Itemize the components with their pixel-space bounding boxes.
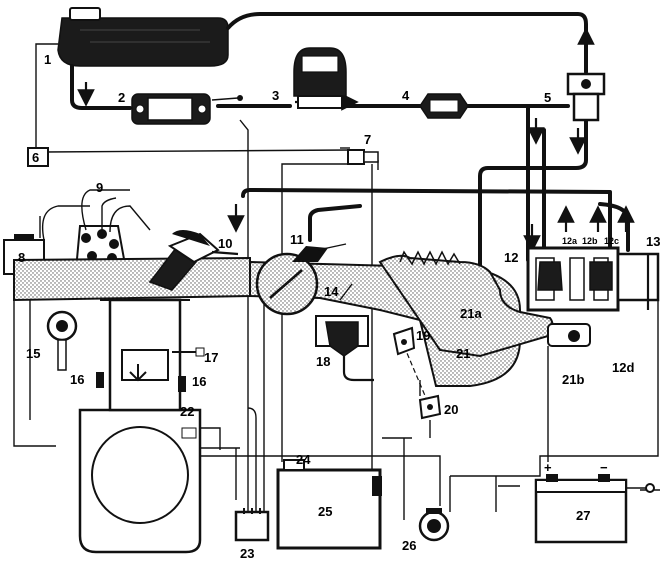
fuel-rail-assembly <box>526 246 660 312</box>
fuel-tank <box>57 7 229 67</box>
pointer-14 <box>339 283 353 301</box>
label-12b: 12b <box>582 236 598 246</box>
label-12a: 12a <box>562 236 578 246</box>
control-wiring <box>13 43 660 520</box>
label-21: 21 <box>456 346 470 361</box>
fuel-pump <box>131 93 243 125</box>
air-valve-7 <box>347 149 379 165</box>
label-19: 19 <box>416 328 430 343</box>
label-12c: 12c <box>604 236 619 246</box>
label-16-left: 16 <box>70 372 84 387</box>
label-23: 23 <box>240 546 254 561</box>
label-25: 25 <box>318 504 332 519</box>
temp-sensors <box>96 347 205 439</box>
label-24: 24 <box>296 452 311 467</box>
sensor-15 <box>46 310 78 371</box>
label-3: 3 <box>272 88 279 103</box>
relay-6 <box>27 147 49 167</box>
air-flow-sensor-18 <box>315 315 369 357</box>
ecu-connector-23 <box>234 508 270 542</box>
sensor-19 <box>392 326 416 356</box>
throttle-body <box>255 243 347 316</box>
label-8: 8 <box>18 250 25 265</box>
fuel-damper <box>293 47 347 109</box>
label-20: 20 <box>444 402 458 417</box>
label-14: 14 <box>324 284 339 299</box>
idle-valve-21b <box>547 323 591 440</box>
label-17: 17 <box>204 350 218 365</box>
sensor-26 <box>418 508 450 542</box>
label-26: 26 <box>402 538 416 553</box>
label-13: 13 <box>646 234 660 249</box>
label-2: 2 <box>118 90 125 105</box>
pressure-valve <box>566 72 606 122</box>
battery: + − <box>534 460 655 544</box>
label-10: 10 <box>218 236 232 251</box>
fuel-filter <box>419 93 469 119</box>
battery-plus-sign: + <box>544 460 552 475</box>
battery-minus-sign: − <box>600 460 608 475</box>
label-27: 27 <box>576 508 590 523</box>
part-labels: 1 2 3 4 5 6 7 8 9 10 11 12 12a 12b 12c 1… <box>18 52 660 561</box>
label-12: 12 <box>504 250 518 265</box>
label-15: 15 <box>26 346 40 361</box>
engine-block <box>78 298 202 554</box>
label-21a: 21a <box>460 306 482 321</box>
label-16-right: 16 <box>192 374 206 389</box>
label-11: 11 <box>290 232 304 247</box>
label-1: 1 <box>44 52 51 67</box>
label-18: 18 <box>316 354 330 369</box>
label-5: 5 <box>544 90 551 105</box>
label-12d: 12d <box>612 360 634 375</box>
injector-10 <box>148 230 239 291</box>
label-7: 7 <box>364 132 371 147</box>
control-unit-25 <box>276 459 382 550</box>
label-4: 4 <box>402 88 410 103</box>
sensor-20 <box>418 394 442 420</box>
label-9: 9 <box>96 180 103 195</box>
label-22: 22 <box>180 404 194 419</box>
label-21b: 21b <box>562 372 584 387</box>
label-6: 6 <box>32 150 39 165</box>
